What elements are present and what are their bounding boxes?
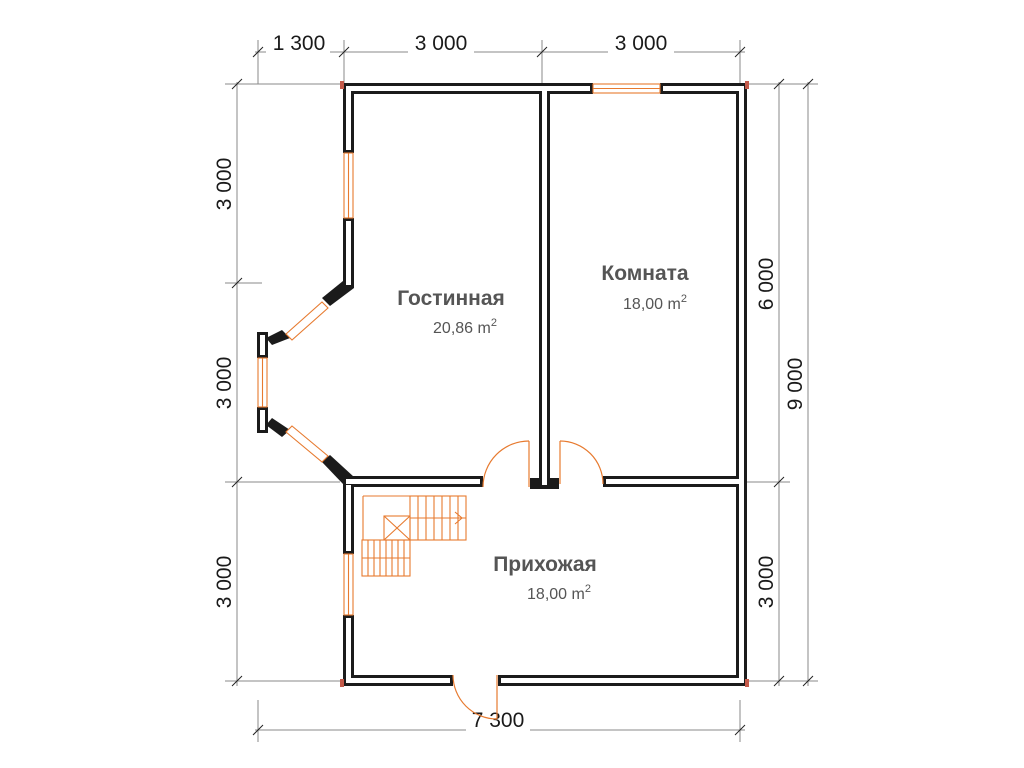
dimension-lines [225, 40, 818, 742]
room-label-bedroom: Комната 18,00 m2 [601, 262, 689, 313]
svg-text:20,86 m2: 20,86 m2 [433, 317, 497, 337]
door-living [482, 440, 530, 488]
window-bay-upper [285, 301, 329, 341]
svg-text:18,00 m2: 18,00 m2 [527, 583, 591, 603]
door-room [559, 440, 604, 485]
door-entrance [452, 674, 498, 720]
dim-bottom: 7 300 [472, 709, 525, 732]
doors [452, 440, 604, 720]
dim-right-2: 3 000 [755, 556, 778, 609]
svg-text:18,00 m2: 18,00 m2 [623, 293, 687, 313]
room-label-living: Гостинная 20,86 m2 [397, 287, 505, 337]
dim-right-1: 6 000 [755, 258, 778, 311]
dim-top-1: 1 300 [273, 32, 326, 55]
room-area-unit: 2 [681, 293, 687, 305]
room-name: Прихожая [493, 553, 597, 576]
room-name: Комната [601, 262, 689, 285]
dim-right-total: 9 000 [784, 358, 807, 411]
dim-left-3: 3 000 [213, 556, 236, 609]
dim-left-2: 3 000 [213, 357, 236, 410]
dim-left-1: 3 000 [213, 158, 236, 211]
room-label-hallway: Прихожая 18,00 m2 [493, 553, 597, 603]
walls [257, 83, 747, 686]
windows [257, 83, 661, 616]
room-area: 18,00 m [623, 296, 681, 313]
room-area: 18,00 m [527, 586, 585, 603]
room-name: Гостинная [397, 287, 505, 310]
window-bay-lower [285, 425, 329, 463]
room-area: 20,86 m [433, 320, 491, 337]
dim-top-2: 3 000 [415, 32, 468, 55]
room-area-unit: 2 [491, 317, 497, 329]
staircase [361, 495, 467, 577]
dim-top-3: 3 000 [615, 32, 668, 55]
corner-markers [340, 81, 749, 687]
room-area-unit: 2 [585, 583, 591, 595]
dimension-labels: 1 300 3 000 3 000 7 300 3 000 3 000 3 00… [213, 32, 807, 734]
